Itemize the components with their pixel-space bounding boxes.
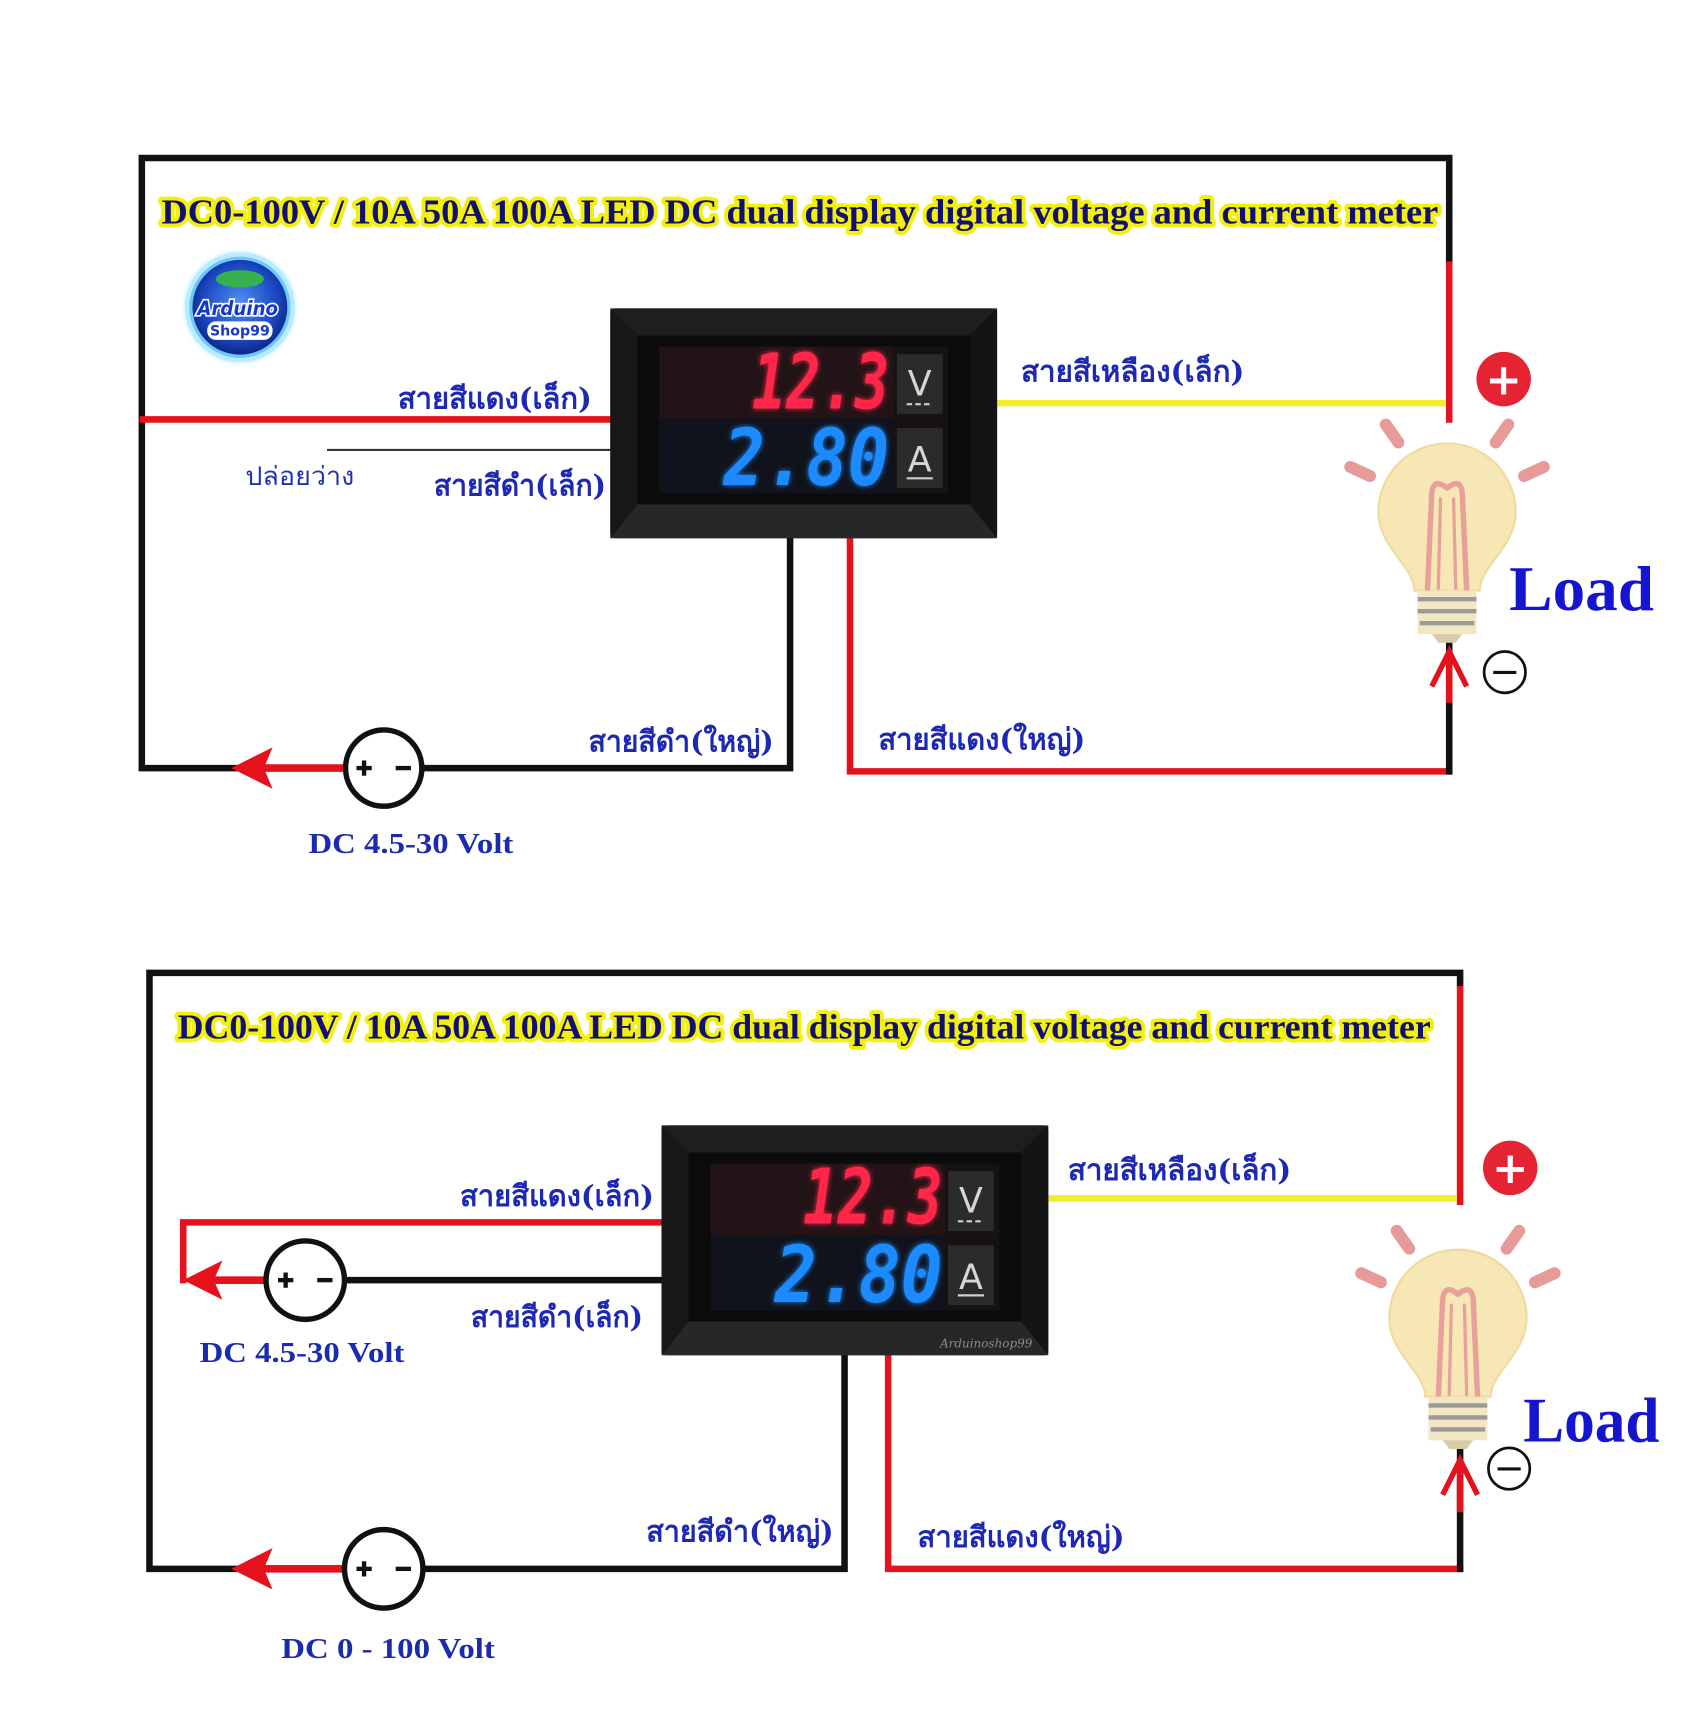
volt-amp-meter: 12.3 2.80 V A [610, 308, 998, 539]
svg-text:−: − [1489, 650, 1520, 693]
voltage-unit: V [908, 364, 932, 404]
large-black-wire [422, 1353, 848, 1573]
current-arrow-up [1429, 645, 1470, 703]
volt-amp-meter: 12.3 2.80 V A Arduinoshop99 [661, 1125, 1049, 1356]
load-negative-terminal: − [1482, 650, 1527, 695]
label-small-yellow-wire: สายสีเหลือง(เล็ก) [1021, 353, 1244, 388]
label-large-black-wire: สายสีดำ(ใหญ่) [646, 1514, 833, 1550]
small-red-wire [179, 1219, 663, 1284]
label-dc-supply: DC 0 - 100 Volt [281, 1634, 495, 1665]
label-large-red-wire: สายสีแดง(ใหญ่) [878, 722, 1085, 758]
logo-text-top: Arduino [196, 297, 278, 320]
meter-supply-symbol [263, 1238, 348, 1323]
current-arrow-left [231, 1548, 347, 1590]
current-unit: A [959, 1258, 983, 1298]
label-leave-unconnected: ปล่อยว่าง [245, 462, 354, 492]
svg-text:−: − [1494, 1447, 1525, 1490]
large-black-wire [421, 533, 794, 772]
current-unit: A [908, 441, 932, 481]
arduino-shop99-logo: Arduino Shop99 [184, 252, 295, 363]
label-load: Load [1509, 554, 1654, 624]
label-small-black-wire: สายสีดำ(เล็ก) [434, 468, 606, 503]
large-red-wire [846, 533, 1453, 775]
current-readout: 2.80 [773, 1230, 943, 1321]
label-load: Load [1523, 1385, 1659, 1455]
logo-text-bottom: Shop99 [210, 324, 270, 340]
load-bulb-icon [1355, 1224, 1561, 1450]
outer-black-wire [138, 154, 1453, 772]
diagram-top: DC0-100V / 10A 50A 100A LED DC dual disp… [138, 154, 1654, 860]
diagram-title: DC0-100V / 10A 50A 100A LED DC dual disp… [178, 1007, 1431, 1046]
dc-source-symbol [341, 1526, 426, 1611]
label-dc-supply: DC 4.5-30 Volt [309, 829, 514, 860]
outer-black-wire [146, 969, 1464, 1573]
load-positive-terminal: + [1482, 1140, 1538, 1196]
label-meter-supply: DC 4.5-30 Volt [200, 1338, 405, 1369]
current-arrow-up [1440, 1453, 1480, 1513]
label-small-yellow-wire: สายสีเหลือง(เล็ก) [1068, 1152, 1291, 1187]
label-large-black-wire: สายสีดำ(ใหญ่) [589, 724, 774, 760]
load-positive-terminal: + [1476, 351, 1531, 407]
load-bulb-icon [1344, 418, 1550, 643]
voltage-unit: V [959, 1182, 983, 1222]
diagram-bottom: DC0-100V / 10A 50A 100A LED DC dual disp… [146, 969, 1659, 1665]
label-small-black-wire: สายสีดำ(เล็ก) [471, 1299, 643, 1334]
label-small-red-wire: สายสีแดง(เล็ก) [398, 381, 592, 416]
current-readout: 2.80 [722, 413, 889, 504]
label-large-red-wire: สายสีแดง(ใหญ่) [918, 1519, 1125, 1555]
diagram-title: DC0-100V / 10A 50A 100A LED DC dual disp… [161, 192, 1438, 231]
voltage-readout: 12.3 [752, 338, 889, 427]
label-small-red-wire: สายสีแดง(เล็ก) [460, 1178, 654, 1213]
current-arrow-left [231, 747, 347, 789]
voltage-readout: 12.3 [803, 1152, 942, 1241]
load-negative-terminal: − [1487, 1446, 1532, 1491]
large-red-wire [884, 1353, 1464, 1573]
svg-text:+: + [1492, 1144, 1529, 1194]
dc-source-symbol [342, 727, 425, 809]
current-arrow-meter-supply [183, 1260, 267, 1300]
meter-brand: Arduinoshop99 [939, 1337, 1033, 1351]
svg-text:+: + [1485, 355, 1522, 405]
